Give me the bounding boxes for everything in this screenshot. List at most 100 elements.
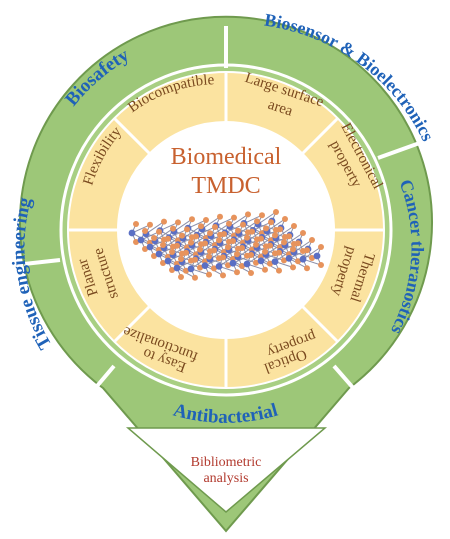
chalcogen-atom <box>178 256 184 262</box>
chalcogen-atom <box>295 240 301 247</box>
chalcogen-atom <box>220 272 226 279</box>
lattice-bond <box>210 223 230 237</box>
chalcogen-atom <box>192 274 198 281</box>
chalcogen-atom <box>165 235 171 242</box>
chalcogen-atom <box>282 216 288 222</box>
chalcogen-atom <box>272 232 278 239</box>
chalcogen-atom <box>151 235 157 241</box>
metal-atom <box>201 262 209 269</box>
inner-dividers <box>68 72 384 388</box>
chalcogen-atom <box>212 224 218 230</box>
chalcogen-atom <box>276 249 282 256</box>
chalcogen-atom <box>290 246 296 253</box>
metal-atom <box>313 252 321 260</box>
lattice-bond <box>275 225 295 239</box>
chalcogen-atom <box>263 225 269 232</box>
chalcogen-atom <box>259 212 265 219</box>
center-title-line1: Biomedical <box>171 144 282 170</box>
lattice-bond <box>182 225 202 239</box>
chalcogen-atom <box>133 221 139 227</box>
chalcogen-atom <box>235 227 241 234</box>
chalcogen-atom <box>179 232 185 239</box>
chalcogen-atom <box>174 242 180 249</box>
chalcogen-atom <box>169 249 175 255</box>
chalcogen-atom <box>231 214 237 221</box>
chalcogen-atom <box>234 269 240 276</box>
chalcogen-atom <box>169 267 175 273</box>
chalcogen-atom <box>281 239 287 246</box>
chalcogen-atom <box>318 262 324 268</box>
chalcogen-atom <box>309 255 315 261</box>
lattice-bond <box>302 246 322 260</box>
chalcogen-atom <box>268 219 274 226</box>
chalcogen-atom <box>160 242 166 248</box>
chalcogen-atom <box>203 217 209 223</box>
lattice-bond <box>293 239 313 253</box>
chalcogen-atom <box>142 228 148 234</box>
chalcogen-atom <box>183 267 189 274</box>
chalcogen-atom <box>248 270 254 276</box>
metal-atom <box>215 263 223 270</box>
chalcogen-atom <box>184 226 190 233</box>
chalcogen-atom <box>304 247 310 254</box>
metal-atom <box>229 259 237 267</box>
chalcogen-atom <box>244 234 250 241</box>
lattice-bond <box>257 211 277 225</box>
chalcogen-atom <box>281 257 287 264</box>
chalcogen-atom <box>267 242 273 249</box>
chalcogen-atom <box>147 221 153 228</box>
chalcogen-atom <box>286 233 292 240</box>
chalcogen-atom <box>202 240 208 247</box>
metal-atom <box>187 265 195 273</box>
chalcogen-atom <box>142 246 148 252</box>
chalcogen-atom <box>309 237 315 243</box>
chalcogen-atom <box>304 265 310 272</box>
chalcogen-atom <box>245 211 251 218</box>
chalcogen-atom <box>221 231 227 237</box>
lattice-bond <box>238 220 258 235</box>
bibliometric-line1: Bibliometric <box>191 455 262 470</box>
lattice-bond <box>201 216 221 230</box>
lattice-bond <box>229 213 249 228</box>
lattice-bond <box>145 221 165 235</box>
chalcogen-atom <box>161 218 167 225</box>
chalcogen-atom <box>225 244 231 251</box>
chalcogen-atom <box>156 228 162 235</box>
chalcogen-atom <box>133 239 139 245</box>
chalcogen-atom <box>318 244 324 250</box>
chalcogen-atom <box>249 228 255 235</box>
tmdc-lattice-illustration <box>128 209 324 281</box>
chalcogen-atom <box>226 220 232 227</box>
chalcogen-atom <box>300 230 306 236</box>
chalcogen-atom <box>230 238 236 244</box>
center-title-line2: TMDC <box>191 173 260 199</box>
chalcogen-atom <box>225 262 231 269</box>
chalcogen-atom <box>207 230 213 237</box>
chalcogen-atom <box>206 271 212 278</box>
bibliometric-triangle <box>125 427 328 513</box>
chalcogen-atom <box>151 253 157 259</box>
chalcogen-atom <box>254 218 260 225</box>
chalcogen-atom <box>198 223 204 230</box>
chalcogen-atom <box>239 245 245 251</box>
chalcogen-atom <box>183 249 189 256</box>
chalcogen-atom <box>189 216 195 223</box>
metal-atom <box>155 250 163 258</box>
chalcogen-atom <box>291 223 297 229</box>
chalcogen-atom <box>248 252 254 258</box>
chalcogen-atom <box>206 253 212 260</box>
chalcogen-atom <box>262 266 268 273</box>
metal-atom <box>146 243 154 251</box>
chalcogen-atom <box>273 209 279 215</box>
metal-atom <box>285 255 293 262</box>
chalcogen-atom <box>175 219 181 226</box>
chalcogen-atom <box>216 237 222 244</box>
bibliometric-line2: analysis <box>203 471 248 486</box>
outer-dividers <box>23 26 429 400</box>
chalcogen-atom <box>295 258 301 265</box>
metal-atom <box>271 258 279 265</box>
chalcogen-atom <box>290 264 296 271</box>
metal-atom <box>299 255 307 263</box>
chalcogen-atom <box>178 274 184 280</box>
